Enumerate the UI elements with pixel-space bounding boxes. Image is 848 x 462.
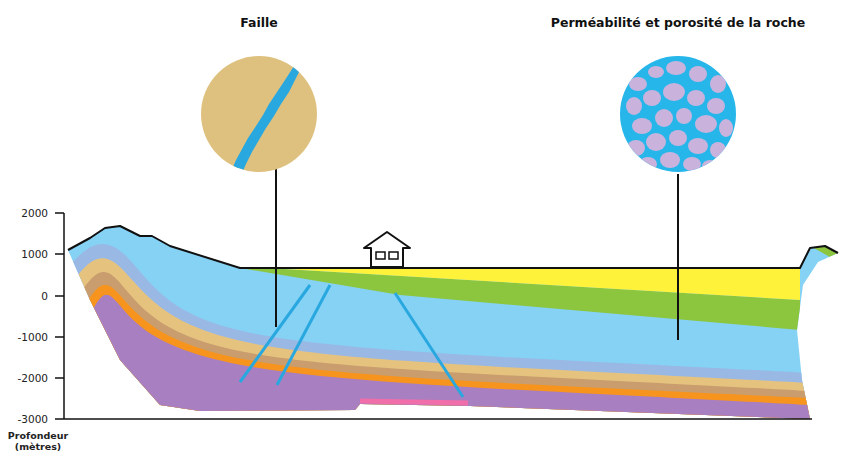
callout-circle: Perméabilité et porosité de la roche — [547, 14, 809, 174]
axis-tick-label: 0 — [8, 290, 48, 302]
house-icon — [364, 232, 410, 267]
porosity-closeup — [618, 54, 738, 174]
rock-layers — [0, 150, 848, 462]
depth-axis — [55, 213, 812, 419]
rock-band — [0, 244, 848, 462]
ground-surface — [68, 226, 838, 268]
yellow-layer — [268, 268, 800, 300]
callout-heading: Perméabilité et porosité de la roche — [547, 14, 809, 32]
fault-line — [395, 293, 463, 397]
callout-heading: Faille — [199, 14, 319, 32]
rock-band — [0, 258, 848, 462]
leader-line — [275, 167, 277, 327]
axis-tick-label: 1000 — [8, 248, 48, 260]
axis-tick-label: -1000 — [8, 331, 48, 343]
axis-tick-label: -3000 — [8, 413, 48, 425]
pink-layer — [360, 401, 468, 403]
axis-title: Profondeur (mètres) — [2, 430, 74, 452]
leader-line — [677, 174, 679, 340]
axis-tick-label: -2000 — [8, 372, 48, 384]
callout-circle: Faille — [199, 14, 319, 174]
fault-closeup — [199, 54, 319, 174]
axis-tick-label: 2000 — [8, 207, 48, 219]
fault-line — [277, 285, 330, 385]
